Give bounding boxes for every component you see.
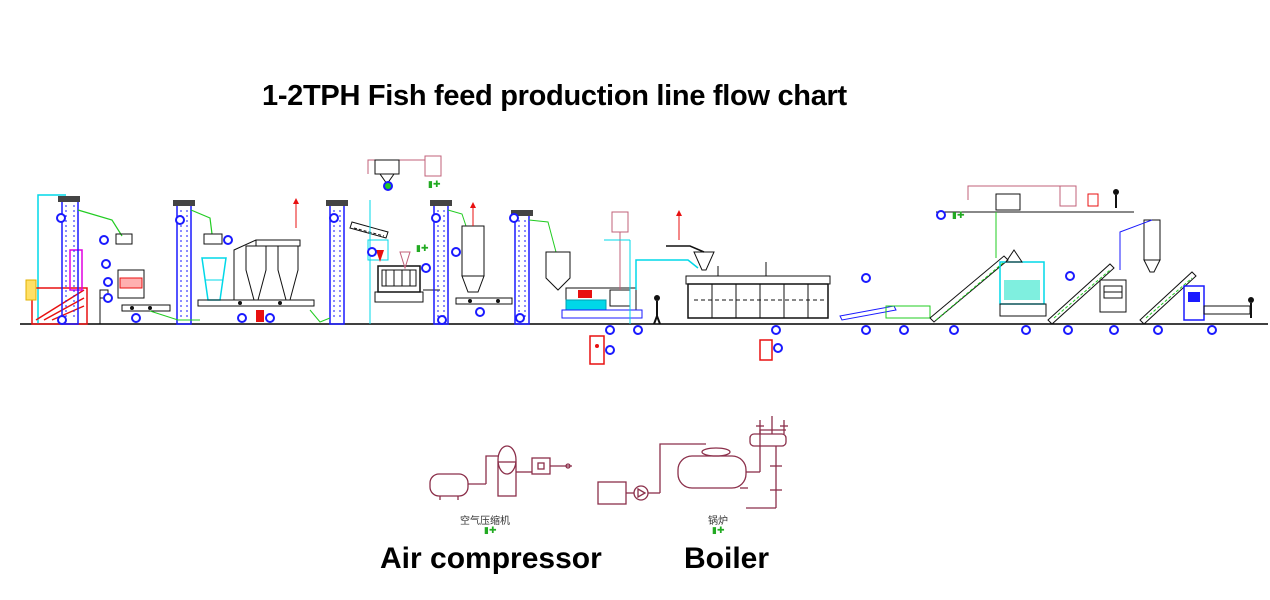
marker: [56, 213, 66, 223]
inclined-conveyor-1: [929, 255, 1009, 323]
marker: [57, 315, 67, 325]
boiler-label-cn: 锅炉: [708, 516, 728, 527]
operator-icon: [654, 295, 660, 301]
grinder-hopper: [203, 233, 223, 245]
silo-section: [430, 200, 513, 325]
storage-silo: [461, 225, 485, 277]
top-pipe: [367, 159, 425, 174]
batching-section: [309, 155, 442, 325]
filter-box: [531, 457, 551, 475]
cyan-frame: [37, 194, 66, 324]
marker: [1063, 325, 1073, 335]
marker: [131, 313, 141, 323]
air-compressor-label: Air compressor: [380, 542, 602, 575]
bucket-elevator-5: [514, 214, 530, 325]
marker: [509, 213, 519, 223]
extruder-hopper: [545, 251, 571, 291]
packing-machine: [1183, 285, 1205, 321]
cyclone-duct: [233, 239, 300, 300]
grinding-section: [149, 198, 315, 325]
marker: [103, 293, 113, 303]
inclined-conveyor-2: [1047, 263, 1115, 325]
receiving-section: [25, 194, 171, 325]
cyclone-1: [245, 245, 267, 301]
marker: [451, 247, 461, 257]
marker: [1207, 325, 1217, 335]
control-cabinet: [589, 335, 605, 365]
pre-cleaner: [115, 233, 133, 245]
marker: [421, 263, 431, 273]
packing-hopper: [1143, 219, 1161, 261]
air-duct: [635, 259, 699, 290]
dryer-cabinet: [759, 339, 773, 361]
bucket-elevator-3: [329, 204, 345, 325]
marker: [237, 313, 247, 323]
page-title: 1-2TPH Fish feed production line flow ch…: [262, 80, 847, 112]
boiler-schematic: [597, 416, 788, 509]
marker: [515, 313, 525, 323]
marker: [1153, 325, 1163, 335]
marker: [103, 277, 113, 287]
marker: [861, 325, 871, 335]
tag-boiler: ▮✚: [712, 526, 725, 536]
marker: [1109, 325, 1119, 335]
marker: [475, 307, 485, 317]
marker: [949, 325, 959, 335]
marker: [1021, 325, 1031, 335]
marker: [861, 273, 871, 283]
marker: [899, 325, 909, 335]
air-compressor-schematic: [429, 445, 572, 500]
tag-top-left: ▮✚: [428, 180, 441, 190]
boiler-label: Boiler: [684, 542, 770, 575]
air-compressor-label-cn: 空气压缩机: [460, 516, 510, 527]
feed-tank: [597, 481, 627, 505]
marker: [329, 213, 339, 223]
marker: [936, 210, 946, 220]
marker: [99, 235, 109, 245]
cyclone-2: [277, 245, 299, 301]
marker: [633, 325, 643, 335]
marker: [1065, 271, 1075, 281]
marker: [431, 213, 441, 223]
marker: [771, 325, 781, 335]
coating-section: [929, 185, 1254, 325]
marker: [265, 313, 275, 323]
marker: [223, 235, 233, 245]
drying-section: [635, 210, 931, 361]
cooling-conveyor: [839, 305, 897, 321]
air-tank: [429, 473, 469, 497]
marker-circles: [56, 210, 1217, 355]
grading-screen: [1099, 279, 1127, 313]
extrusion-section: [511, 210, 661, 365]
marker: [101, 259, 111, 269]
marker: [605, 345, 615, 355]
marker: [367, 247, 377, 257]
oil-pipe: [967, 185, 1060, 200]
boiler-body: [677, 455, 747, 489]
tag-mid: ▮✚: [416, 244, 429, 254]
inclined-screw: [349, 221, 389, 239]
tag-top-right: ▮✚: [952, 211, 965, 221]
inclined-conveyor-3: [1139, 271, 1197, 325]
marker: [437, 315, 447, 325]
steam-header: [749, 433, 787, 447]
marker: [773, 343, 783, 353]
marker: [605, 325, 615, 335]
screw-conveyor-1: [121, 304, 171, 312]
dryer-vessel: [497, 445, 517, 475]
marker: [175, 215, 185, 225]
dryer: [687, 283, 829, 319]
tag-compressor: ▮✚: [484, 526, 497, 536]
